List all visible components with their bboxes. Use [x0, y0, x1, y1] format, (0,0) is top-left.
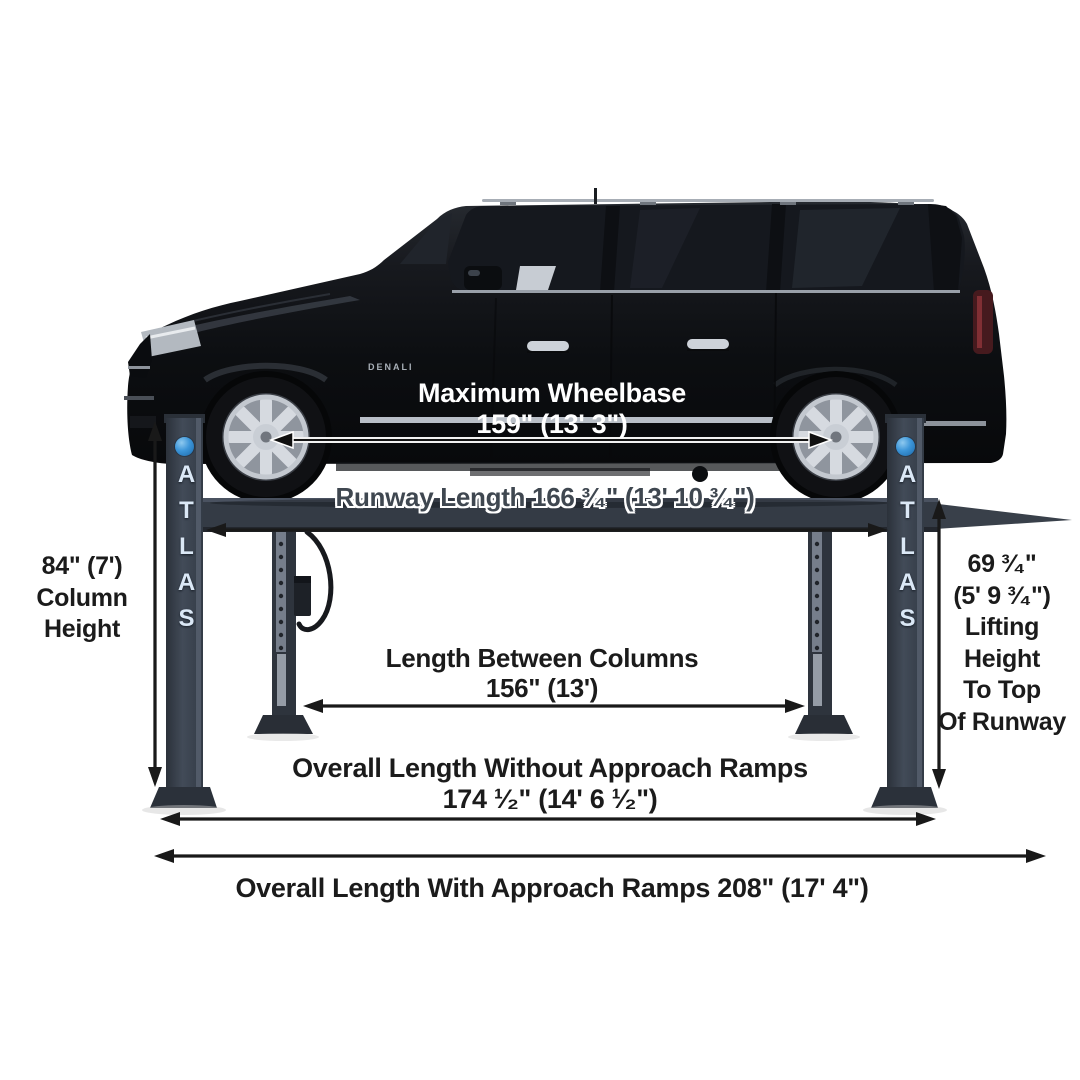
taillight: [973, 290, 993, 354]
wheelbase-label-line2: 159" (13' 3"): [476, 408, 628, 439]
roof-rail: [482, 199, 934, 202]
column-rear-right: [788, 520, 860, 741]
antenna: [594, 188, 597, 204]
between-columns-label: Length Between Columns 156" (13'): [385, 643, 699, 703]
between-columns-arrow: [303, 699, 805, 713]
atlas-logo-icon: [896, 437, 915, 456]
overall-with-ramps-label: Overall Length With Approach Ramps 208" …: [235, 873, 869, 903]
column-height-label: 84" (7') Column Height: [36, 552, 128, 643]
column-front-left: [142, 414, 226, 815]
wheelbase-arrow: [268, 430, 834, 450]
wheelbase-label: Maximum Wheelbase 159" (13' 3"): [352, 378, 752, 440]
atlas-brand-left-column: ATLAS: [173, 461, 200, 641]
overall-without-ramps-label: Overall Length Without Approach Ramps 17…: [292, 753, 808, 814]
door-handle: [687, 339, 729, 349]
hydraulic-hose: [296, 529, 334, 633]
overall-without-ramps-arrow: [160, 812, 936, 826]
atlas-logo-icon: [175, 437, 194, 456]
lifting-height-arrow: [932, 499, 946, 789]
lifting-height-label: 69 ³⁄₄" (5' 9 ³⁄₄") Lifting Height To To…: [938, 550, 1066, 736]
suv-illustration: [124, 188, 1007, 503]
side-mirror: [464, 266, 502, 290]
column-height-arrow: [148, 421, 162, 787]
power-unit: [294, 576, 311, 616]
approach-ramp: [905, 500, 1072, 531]
atlas-brand-right-column: ATLAS: [894, 461, 921, 641]
wheelbase-label-line1: Maximum Wheelbase: [418, 378, 686, 408]
overall-with-ramps-arrow: [154, 849, 1046, 863]
runway-length-arrow: [206, 523, 888, 537]
denali-badge: DENALI: [368, 362, 414, 372]
column-front-right: [863, 414, 947, 815]
column-rear-left: [247, 520, 319, 741]
door-handle: [527, 341, 569, 351]
runway-length-label: Runway Length 166 ³⁄₄" (13' 10 ³⁄₄"): [335, 482, 755, 512]
